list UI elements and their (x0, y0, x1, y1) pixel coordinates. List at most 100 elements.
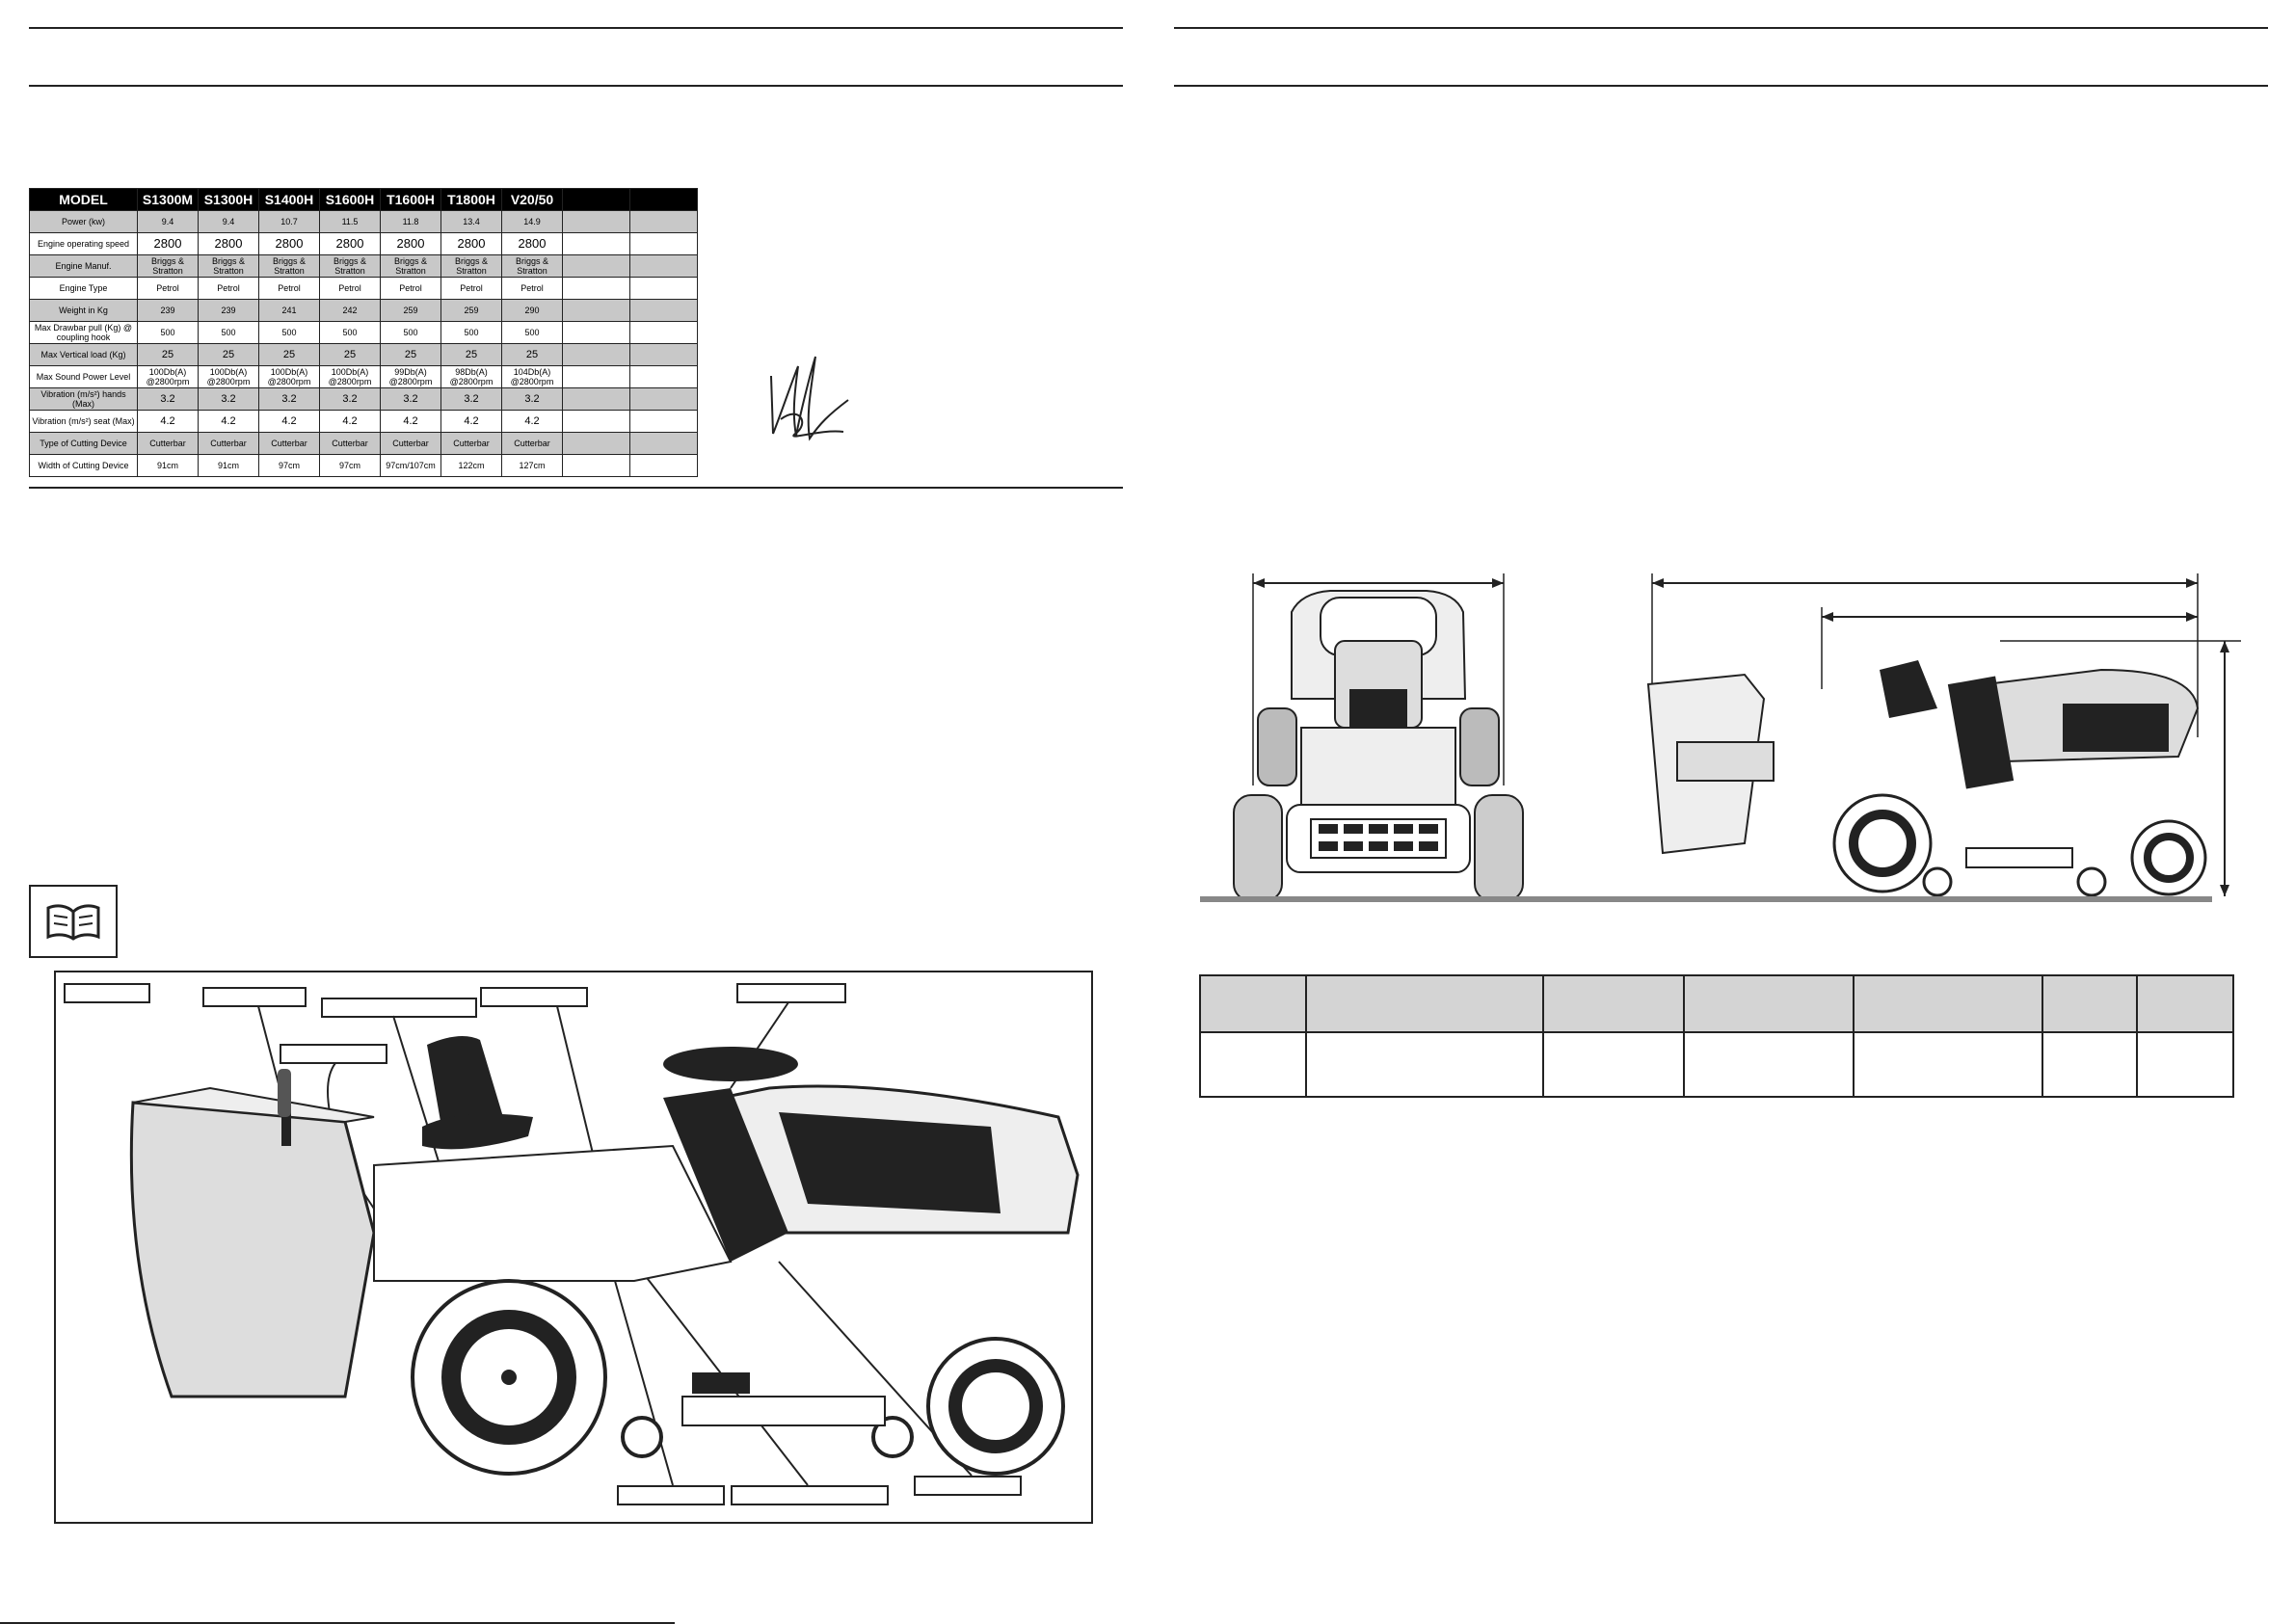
spec-cell: 2800 (380, 232, 441, 255)
top-rule-left-2 (29, 85, 1123, 87)
spec-cell: 9.4 (137, 210, 199, 233)
spec-cell: 3.2 (501, 387, 563, 411)
spec-cell: 242 (319, 299, 381, 322)
tractor-parts-drawing (129, 1001, 1080, 1486)
spec-cell: 97cm (319, 454, 381, 477)
spec-cell: Petrol (380, 277, 441, 300)
callout-label-4 (736, 983, 846, 1003)
spec-cell: 4.2 (198, 410, 259, 433)
spec-cell (562, 321, 630, 344)
spec-row-label: Max Sound Power Level (29, 365, 138, 388)
figure-label-box (64, 983, 150, 1003)
spec-cell: 25 (198, 343, 259, 366)
spec-cell: Petrol (501, 277, 563, 300)
front-view-tractor-illustration (1233, 573, 1524, 902)
spec-cell: 3.2 (380, 387, 441, 411)
spec-cell: Petrol (319, 277, 381, 300)
spec-cell: 4.2 (258, 410, 320, 433)
spec-cell: 3.2 (440, 387, 502, 411)
spec-cell: 2800 (319, 232, 381, 255)
spec-cell: 2800 (501, 232, 563, 255)
spec-row-label: Power (kw) (29, 210, 138, 233)
spec-cell: 500 (501, 321, 563, 344)
spec-row-label: Engine Type (29, 277, 138, 300)
spec-cell: Briggs & Stratton (319, 254, 381, 278)
spec-row-label: Vibration (m/s²) seat (Max) (29, 410, 138, 433)
spec-cell: 4.2 (380, 410, 441, 433)
spec-cell: 500 (258, 321, 320, 344)
spec-row-label: Weight in Kg (29, 299, 138, 322)
spec-cell (629, 254, 698, 278)
callout-label-8 (914, 1476, 1022, 1496)
spec-cell (562, 277, 630, 300)
spec-cell (562, 410, 630, 433)
spec-cell: Briggs & Stratton (137, 254, 199, 278)
spec-cell: 3.2 (319, 387, 381, 411)
spec-cell: 25 (137, 343, 199, 366)
spec-cell: 241 (258, 299, 320, 322)
spec-cell: 2800 (198, 232, 259, 255)
spec-cell (562, 365, 630, 388)
open-book-icon (29, 885, 118, 958)
spec-cell (629, 232, 698, 255)
spec-cell: 91cm (198, 454, 259, 477)
spec-row: Max Drawbar pull (Kg) @ coupling hook 500… (29, 321, 698, 344)
spec-cell: 100Db(A) @2800rpm (258, 365, 320, 388)
spec-header-cell: S1600H (319, 188, 381, 211)
spec-cell (629, 277, 698, 300)
spec-header-cell: V20/50 (501, 188, 563, 211)
spec-cell: 2800 (258, 232, 320, 255)
spec-cell: Cutterbar (319, 432, 381, 455)
spec-cell: Petrol (137, 277, 199, 300)
spec-cell: 500 (319, 321, 381, 344)
spec-cell: 25 (440, 343, 502, 366)
dimensions-table (1199, 974, 2234, 1098)
spec-row-label: Width of Cutting Device (29, 454, 138, 477)
spec-cell: 239 (137, 299, 199, 322)
spec-cell: Briggs & Stratton (440, 254, 502, 278)
callout-label-5 (280, 1044, 387, 1064)
spec-cell: Cutterbar (380, 432, 441, 455)
spec-cell: 14.9 (501, 210, 563, 233)
spec-header-cell: S1300H (198, 188, 259, 211)
spec-cell (562, 387, 630, 411)
spec-cell (562, 299, 630, 322)
callout-label-6 (617, 1485, 725, 1505)
spec-cell (562, 432, 630, 455)
spec-cell: 100Db(A) @2800rpm (198, 365, 259, 388)
spec-row-label: Max Vertical load (Kg) (29, 343, 138, 366)
spec-cell: 2800 (440, 232, 502, 255)
spec-cell: 25 (501, 343, 563, 366)
spec-header-cell (629, 188, 698, 211)
spec-row-label: Engine Manuf. (29, 254, 138, 278)
spec-cell: Petrol (440, 277, 502, 300)
spec-cell: 98Db(A) @2800rpm (440, 365, 502, 388)
spec-cell (562, 210, 630, 233)
spec-cell: 100Db(A) @2800rpm (319, 365, 381, 388)
spec-cell: 104Db(A) @2800rpm (501, 365, 563, 388)
spec-cell: Briggs & Stratton (501, 254, 563, 278)
spec-header-cell: S1300M (137, 188, 199, 211)
spec-cell: 3.2 (198, 387, 259, 411)
spec-cell: Cutterbar (198, 432, 259, 455)
spec-cell (629, 387, 698, 411)
spec-row-label: Max Drawbar pull (Kg) @ coupling hook (29, 321, 138, 344)
spec-cell: 127cm (501, 454, 563, 477)
spec-cell (629, 299, 698, 322)
top-rule-left-1 (29, 27, 1123, 29)
spec-cell: 97cm (258, 454, 320, 477)
callout-label-2 (321, 998, 477, 1018)
spec-cell: Cutterbar (501, 432, 563, 455)
spec-cell: 99Db(A) @2800rpm (380, 365, 441, 388)
spec-cell: 4.2 (440, 410, 502, 433)
callout-label-3 (480, 987, 588, 1007)
spec-cell (562, 232, 630, 255)
spec-cell (562, 454, 630, 477)
spec-cell: 11.8 (380, 210, 441, 233)
